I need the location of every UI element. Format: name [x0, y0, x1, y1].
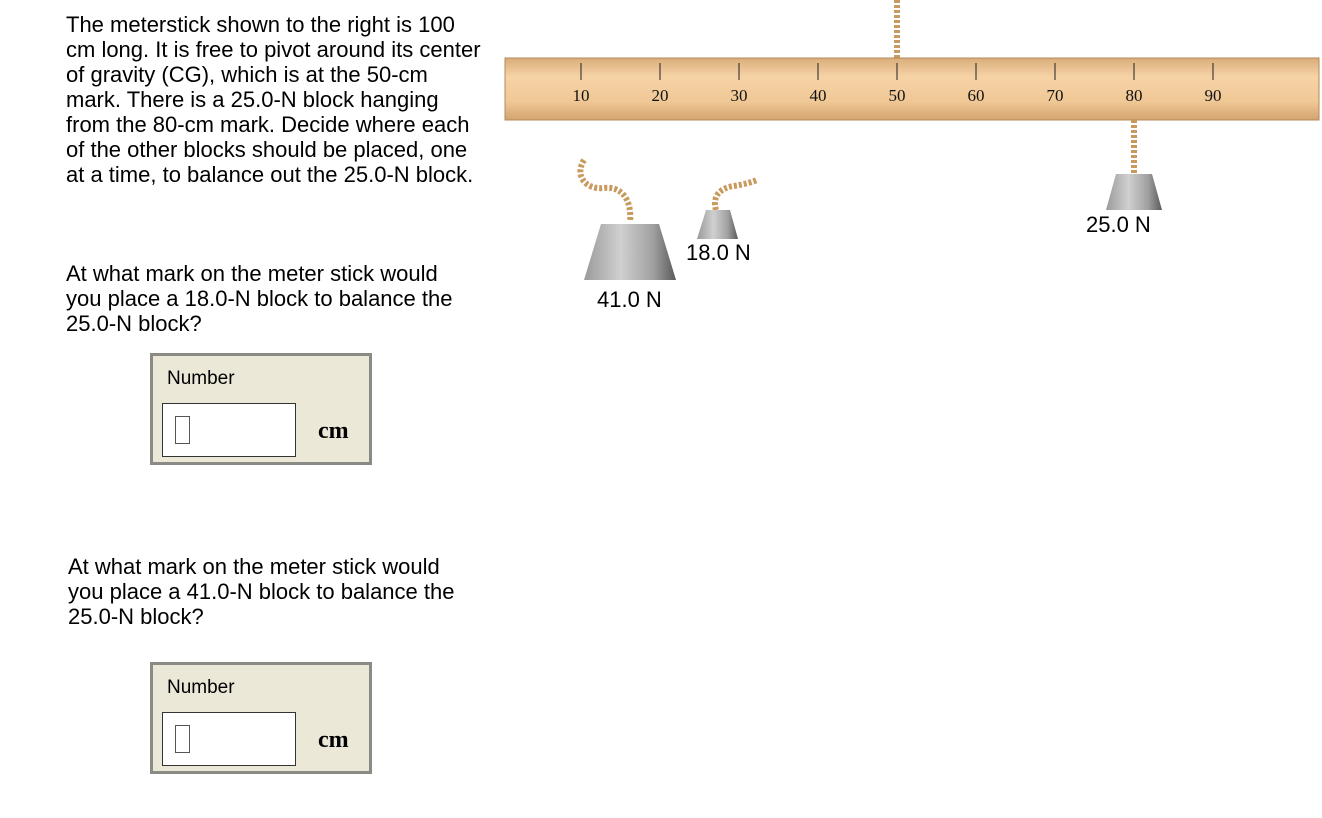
tick-label: 80	[1126, 86, 1143, 105]
rope-18n	[712, 177, 759, 211]
weight-label-25n: 25.0 N	[1086, 212, 1151, 237]
question-2-text: At what mark on the meter stick would yo…	[68, 554, 455, 629]
block-41n	[584, 224, 676, 280]
tick-label: 40	[810, 86, 827, 105]
question-1-text: At what mark on the meter stick would yo…	[66, 261, 453, 336]
text-cursor-icon	[175, 416, 190, 444]
rope-41n	[577, 158, 634, 223]
tick-label: 20	[652, 86, 669, 105]
number-label: Number	[167, 677, 235, 698]
tick-label: 30	[731, 86, 748, 105]
answer-box-1: Number cm	[150, 353, 372, 465]
tick-label: 60	[968, 86, 985, 105]
tick-label: 90	[1205, 86, 1222, 105]
block-25n	[1106, 174, 1162, 210]
text-cursor-icon	[175, 725, 190, 753]
weight-label-18n: 18.0 N	[686, 240, 751, 265]
unit-label: cm	[318, 418, 349, 444]
tick-label: 50	[889, 86, 906, 105]
tick-label: 10	[573, 86, 590, 105]
intro-text: The meterstick shown to the right is 100…	[66, 12, 481, 187]
meterstick-bar	[504, 57, 1320, 121]
block-18n	[697, 210, 738, 239]
tick-label: 70	[1047, 86, 1064, 105]
number-label: Number	[167, 368, 235, 389]
weight-label-41n: 41.0 N	[597, 287, 662, 312]
tick-marks: 10 20 30 40 50 60 70 80 90	[573, 63, 1222, 105]
unit-label: cm	[318, 727, 349, 753]
answer-box-2: Number cm	[150, 662, 372, 774]
answer-1-input[interactable]	[162, 403, 296, 457]
